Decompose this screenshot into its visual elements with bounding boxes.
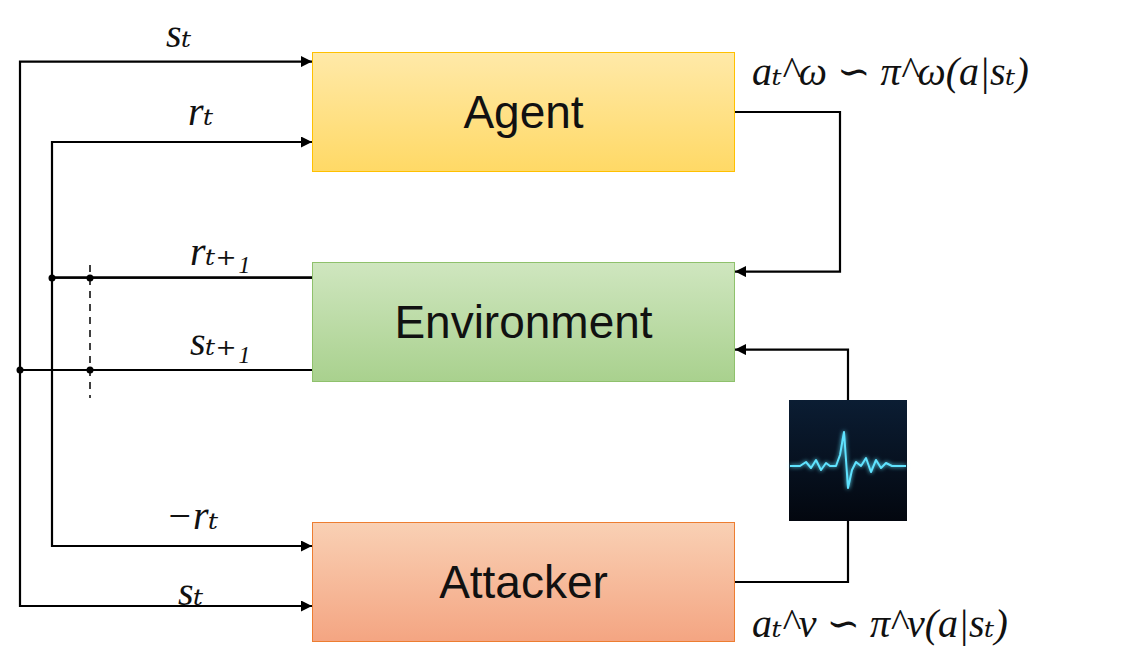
junction-dot [17,367,24,374]
state-arrow [20,62,312,370]
edge-label: aₜ^ω ∽ π^ω(a|sₜ) [752,52,1029,92]
node-label: Attacker [439,555,608,609]
agent-box: Agent [312,52,735,172]
noise-signal-icon [789,400,907,521]
edge-label: rₜ [188,92,213,132]
action-arrow [735,112,840,272]
reward-arrow [52,142,312,278]
junction-dot [49,275,56,282]
next-state-label: sₜ₊₁ [190,322,250,362]
time-step-divider [89,265,91,398]
edge-label: aₜ^ν ∽ π^ν(a|sₜ) [752,604,1008,644]
state-arrow [20,370,312,606]
next-reward-label: rₜ₊₁ [190,232,250,272]
negated-reward-arrow [52,278,312,546]
junction-dot [87,367,94,374]
node-label: Agent [463,85,583,139]
environment-box: Environment [312,262,735,382]
edge-label: sₜ [178,572,203,612]
edge-label: sₜ [166,14,191,54]
attacker-box: Attacker [312,522,735,642]
junction-dot [87,275,94,282]
edge-label: −rₜ [166,496,218,536]
node-label: Environment [394,295,652,349]
